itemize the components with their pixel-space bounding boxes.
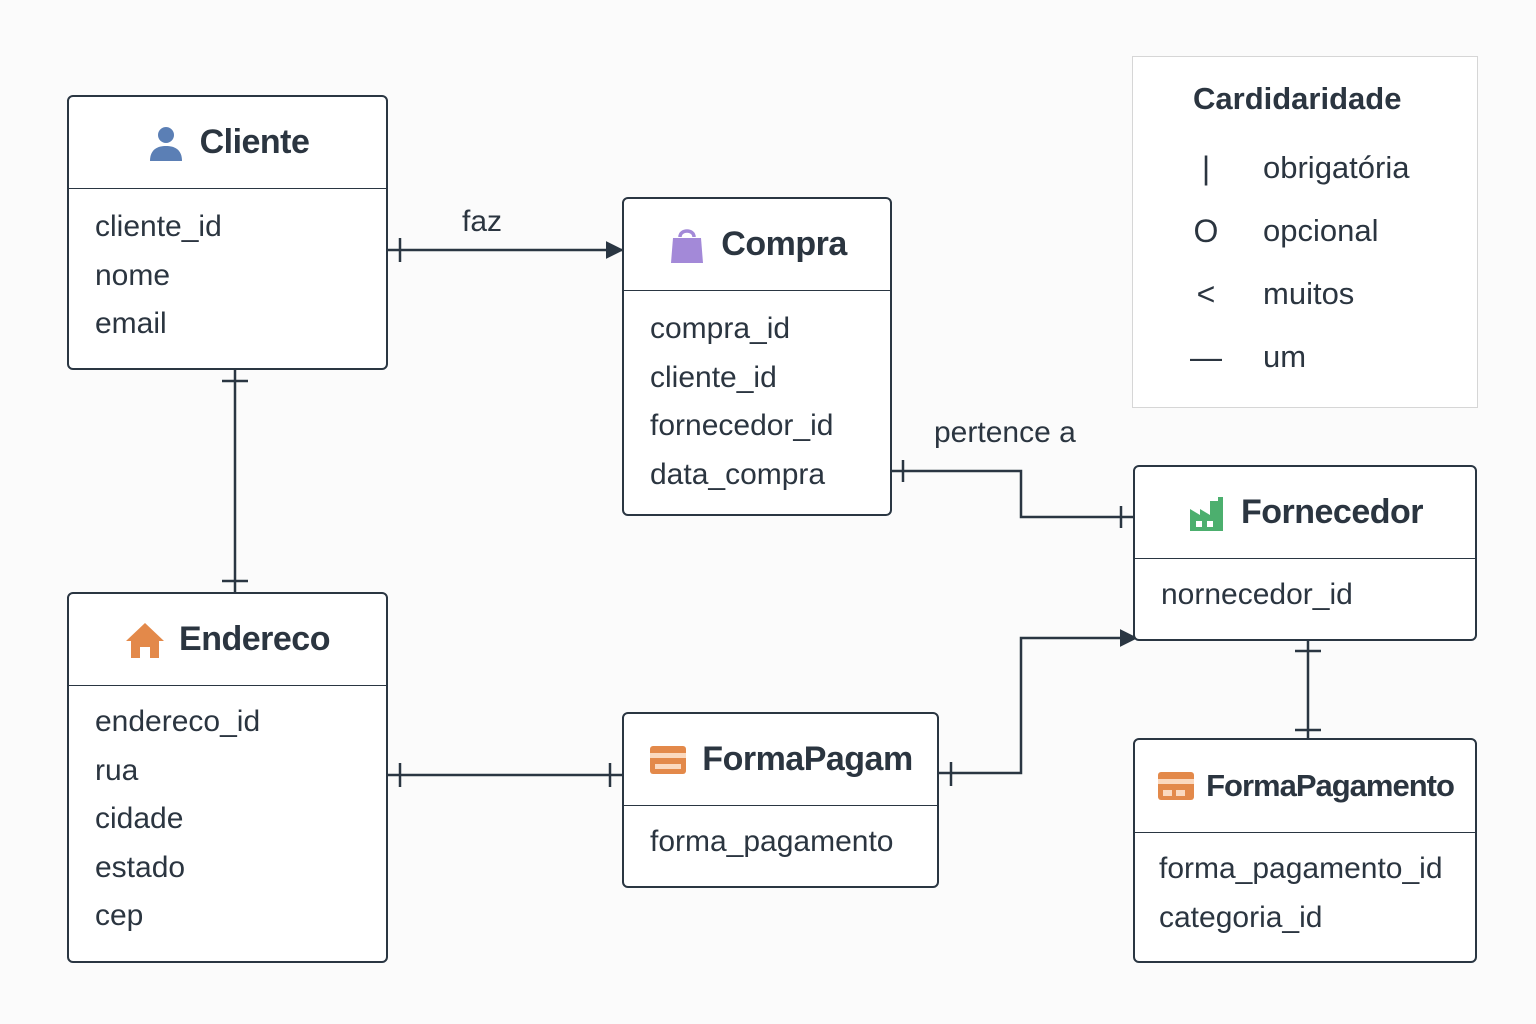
field-list: compra_id cliente_id fornecedor_id data_… <box>650 305 882 499</box>
entity-title: Compra <box>721 225 847 263</box>
entity-header: FormaPagam <box>624 714 937 806</box>
cardinality-legend: Cardidaridade | obrigatória O opcional <… <box>1132 56 1478 408</box>
legend-symbol: — <box>1190 339 1222 375</box>
entity-formapagamento[interactable]: FormaPagamento forma_pagamento_id catego… <box>1133 738 1477 963</box>
field-item: data_compra <box>650 457 826 491</box>
legend-label: muitos <box>1263 276 1355 311</box>
field-item: forma_pagamento <box>650 825 894 858</box>
field-list: nornecedor_id <box>1161 571 1467 620</box>
credit-card-icon <box>650 745 687 774</box>
entity-title: FormaPagamento <box>1206 768 1455 803</box>
person-icon <box>149 126 182 161</box>
relationship-label-pertence-a: pertence a <box>934 416 1076 449</box>
entity-cliente[interactable]: Cliente cliente_id nome email <box>67 95 388 370</box>
entity-title: Fornecedor <box>1240 493 1424 531</box>
legend-label: opcional <box>1263 213 1379 248</box>
legend-title: Cardidaridade <box>1193 81 1402 116</box>
field-item: estado <box>95 850 186 884</box>
legend-item: — um <box>1133 337 1477 377</box>
legend-label: um <box>1263 339 1307 374</box>
entity-header: Endereco <box>69 594 386 686</box>
field-list: forma_pagamento <box>650 818 929 867</box>
edge-compra-fornecedor <box>892 469 1133 519</box>
field-item: forma_pagamento_id <box>1159 852 1443 885</box>
credit-card-icon <box>1158 772 1195 800</box>
entity-endereco[interactable]: Endereco endereco_id rua cidade estado c… <box>67 592 388 963</box>
entity-title: FormaPagam <box>702 740 913 778</box>
entity-header: Cliente <box>69 97 386 189</box>
legend-label: obrigatória <box>1263 150 1410 185</box>
field-item: fornecedor_id <box>650 409 834 442</box>
entity-formapagam[interactable]: FormaPagam forma_pagamento <box>622 712 939 888</box>
field-item: endereco_id <box>95 705 261 738</box>
legend-item: | obrigatória <box>1133 148 1477 188</box>
legend-symbol: O <box>1193 213 1219 249</box>
shopping-bag-icon <box>671 228 704 263</box>
field-item: nornecedor_id <box>1161 578 1353 611</box>
field-list: endereco_id rua cidade estado cep <box>95 698 378 941</box>
field-item: categoria_id <box>1159 900 1323 934</box>
entity-header: Compra <box>624 199 890 291</box>
field-item: cidade <box>95 802 184 835</box>
edge-formapagam-fornecedor <box>939 629 1138 775</box>
field-item: email <box>95 307 167 340</box>
legend-item: < muitos <box>1133 274 1477 314</box>
field-item: cliente_id <box>650 360 777 394</box>
entity-fornecedor[interactable]: Fornecedor nornecedor_id <box>1133 465 1477 641</box>
field-item: cep <box>95 899 144 932</box>
field-item: rua <box>95 753 139 787</box>
entity-header: Fornecedor <box>1135 467 1475 559</box>
field-list: forma_pagamento_id categoria_id <box>1159 845 1467 942</box>
field-list: cliente_id nome email <box>95 203 378 349</box>
house-icon <box>126 622 165 658</box>
entity-header: FormaPagamento <box>1135 740 1475 833</box>
entity-title: Cliente <box>199 123 310 161</box>
entity-compra[interactable]: Compra compra_id cliente_id fornecedor_i… <box>622 197 892 516</box>
entity-title: Endereco <box>179 620 330 658</box>
legend-item: O opcional <box>1133 211 1477 251</box>
legend-symbol: | <box>1201 150 1211 186</box>
factory-icon <box>1189 496 1223 531</box>
field-item: compra_id <box>650 312 791 345</box>
legend-symbol: < <box>1196 276 1216 312</box>
relationship-label-faz: faz <box>462 205 503 238</box>
field-item: nome <box>95 258 171 292</box>
field-item: cliente_id <box>95 210 222 243</box>
